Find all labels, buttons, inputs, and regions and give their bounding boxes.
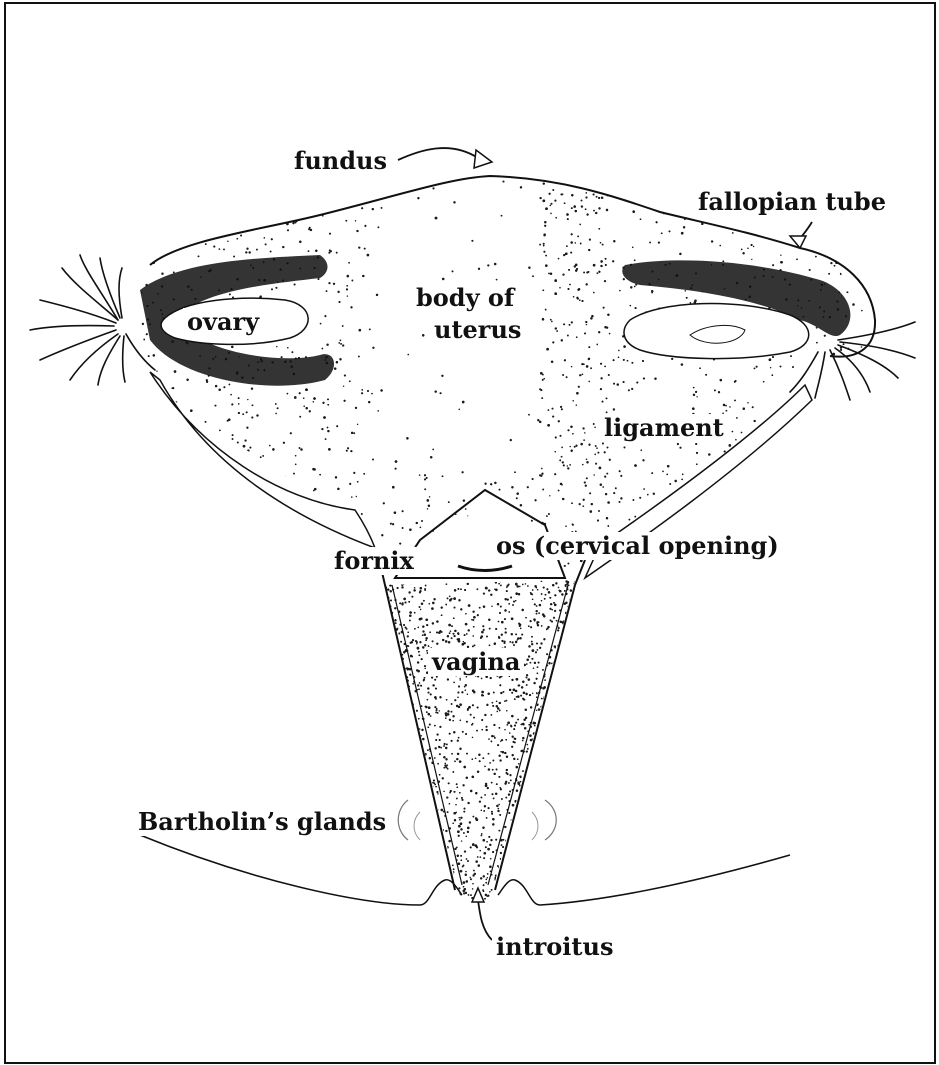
- label-vagina: vagina: [428, 648, 524, 676]
- label-bartholins-glands: Bartholin’s glands: [134, 808, 390, 836]
- label-ligament: ligament: [600, 414, 728, 442]
- label-fornix: fornix: [330, 547, 418, 575]
- page-frame: [5, 3, 935, 1063]
- label-body-of-uterus-line2: uterus: [430, 316, 525, 344]
- label-ovary: ovary: [183, 308, 263, 336]
- label-fallopian-tube: fallopian tube: [694, 188, 890, 216]
- label-os-cervical-opening: os (cervical opening): [492, 532, 783, 560]
- right-ovary: [624, 304, 809, 359]
- label-introitus: introitus: [492, 933, 617, 961]
- label-fundus: fundus: [290, 147, 391, 175]
- label-body-of-uterus-line1: body of: [412, 284, 518, 312]
